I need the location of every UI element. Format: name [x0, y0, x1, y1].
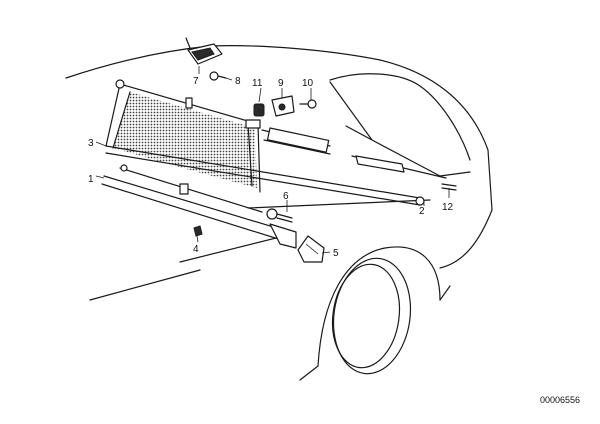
callout-4: 4	[193, 244, 199, 255]
callout-3: 3	[88, 138, 94, 149]
car-body-outline	[65, 45, 493, 381]
screw-8	[209, 71, 227, 81]
rear-wheel	[331, 257, 412, 375]
clip-4	[193, 225, 203, 237]
roller-blind	[261, 127, 447, 179]
callout-2: 2	[419, 206, 425, 217]
holder-9	[271, 95, 295, 117]
window-guard-frame	[105, 79, 261, 193]
callout-11: 11	[252, 78, 263, 89]
screw-10	[299, 99, 317, 109]
trim-rail	[101, 164, 297, 249]
callout-5: 5	[333, 248, 339, 259]
callout-7: 7	[193, 76, 199, 87]
catalog-number: 00006556	[540, 395, 580, 405]
callout-10: 10	[302, 78, 314, 89]
guard-rod	[105, 145, 425, 206]
callout-1: 1	[88, 174, 94, 185]
callout-12: 12	[442, 202, 454, 213]
bracket-7	[185, 37, 223, 65]
bolt-6	[266, 208, 293, 223]
callout-9: 9	[278, 78, 284, 89]
callout-6: 6	[283, 191, 289, 202]
leader-lines	[95, 66, 450, 254]
cap-11	[253, 103, 265, 117]
cover-5	[297, 235, 325, 263]
callout-8: 8	[235, 76, 241, 87]
callouts: 1 2 3 4 5 6 7 8 9 10 11 12	[88, 76, 454, 259]
